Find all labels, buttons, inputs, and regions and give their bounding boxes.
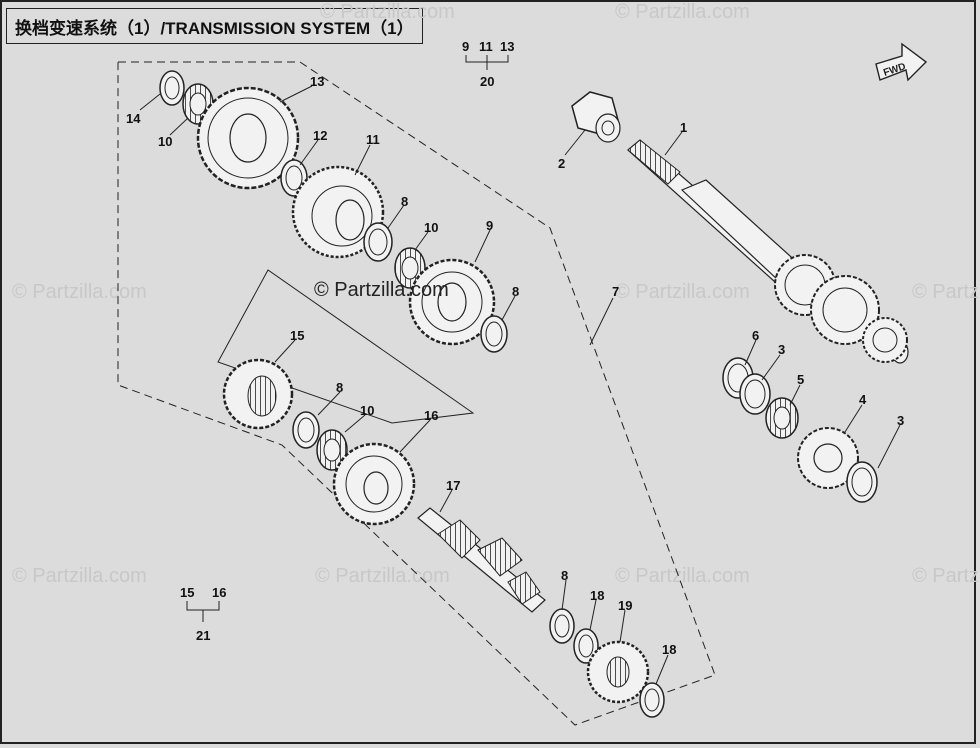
callout-label: 21 [196, 628, 210, 643]
nut-icon [571, 91, 621, 143]
washer-icon [846, 461, 878, 503]
circlip-icon [639, 682, 665, 718]
leader-lines [139, 85, 901, 685]
callout-label: 8 [336, 380, 343, 395]
washer-icon [480, 315, 508, 353]
countershaft [417, 507, 546, 613]
callout-label: 13 [310, 74, 324, 89]
callout-label: 10 [360, 403, 374, 418]
callout-label: 16 [424, 408, 438, 423]
gear-icon [408, 258, 496, 346]
callout-label: 15 [290, 328, 304, 343]
copyright-label: © Partzilla.com [314, 279, 449, 301]
callout-label: 13 [500, 39, 514, 54]
callout-label: 7 [612, 284, 619, 299]
callout-label: 8 [561, 568, 568, 583]
needle-bearing-icon [316, 429, 348, 471]
fwd-arrow-icon: FWD [875, 42, 928, 82]
callout-label: 4 [859, 392, 867, 407]
callout-label: 3 [897, 413, 904, 428]
watermark-text: © Partzilla.com [320, 1, 455, 23]
callout-label: 17 [446, 478, 460, 493]
callout-label: 19 [618, 598, 632, 613]
shaft-gear [862, 317, 908, 363]
watermark-text: © Partzilla.com [12, 281, 147, 303]
callout-label: 5 [797, 372, 804, 387]
callout-label: 15 [180, 585, 194, 600]
callout-label: 6 [752, 328, 759, 343]
callout-label: 9 [486, 218, 493, 233]
callout-label: 8 [512, 284, 519, 299]
needle-bearing-icon [765, 397, 799, 439]
watermark-text: © Partzilla.com [315, 565, 450, 587]
watermark-text: © Partzilla.com [912, 565, 980, 587]
callouts: 1 2 6 3 5 4 3 7 14 10 13 12 11 8 10 9 8 … [126, 74, 904, 657]
gear-icon [586, 640, 650, 704]
callout-label: 10 [424, 220, 438, 235]
washer-icon [292, 411, 320, 449]
watermark-text: © Partzilla.com [615, 565, 750, 587]
watermark-text: © Partzilla.com [615, 1, 750, 23]
gear-icon [196, 86, 300, 190]
callout-label: 11 [366, 132, 380, 147]
watermark-text: © Partzilla.com [12, 565, 147, 587]
group-label-21: 15 16 21 [180, 585, 226, 643]
callout-label: 3 [778, 342, 785, 357]
gear-icon [222, 358, 294, 430]
callout-label: 8 [401, 194, 408, 209]
washer-icon [159, 70, 185, 106]
callout-label: 18 [590, 588, 604, 603]
gear-icon [332, 442, 416, 526]
group-label-20: 9 11 13 20 [462, 39, 514, 89]
gear-icon [797, 427, 859, 489]
main-shaft [627, 139, 909, 364]
callout-label: 2 [558, 156, 565, 171]
page-title: 换档变速系统（1）/TRANSMISSION SYSTEM（1） [6, 8, 423, 44]
subgroup-boundary [217, 269, 475, 424]
watermarks: © Partzilla.com © Partzilla.com © Partzi… [12, 1, 980, 587]
callout-label: 10 [158, 134, 172, 149]
callout-label: 18 [662, 642, 676, 657]
callout-label: 9 [462, 39, 469, 54]
gear-icon [291, 165, 385, 259]
washer-icon [549, 608, 575, 644]
callout-label: 1 [680, 120, 687, 135]
shaft-gear [810, 275, 880, 345]
callout-label: 11 [479, 39, 493, 54]
washer-icon [363, 222, 393, 262]
callout-label: 20 [480, 74, 494, 89]
washer-icon [739, 373, 771, 415]
callout-label: 12 [313, 128, 327, 143]
circlip-icon [573, 628, 599, 664]
callout-label: 16 [212, 585, 226, 600]
callout-label: 14 [126, 111, 141, 126]
watermark-text: © Partzilla.com [615, 281, 750, 303]
watermark-text: © Partzilla.com [912, 281, 980, 303]
